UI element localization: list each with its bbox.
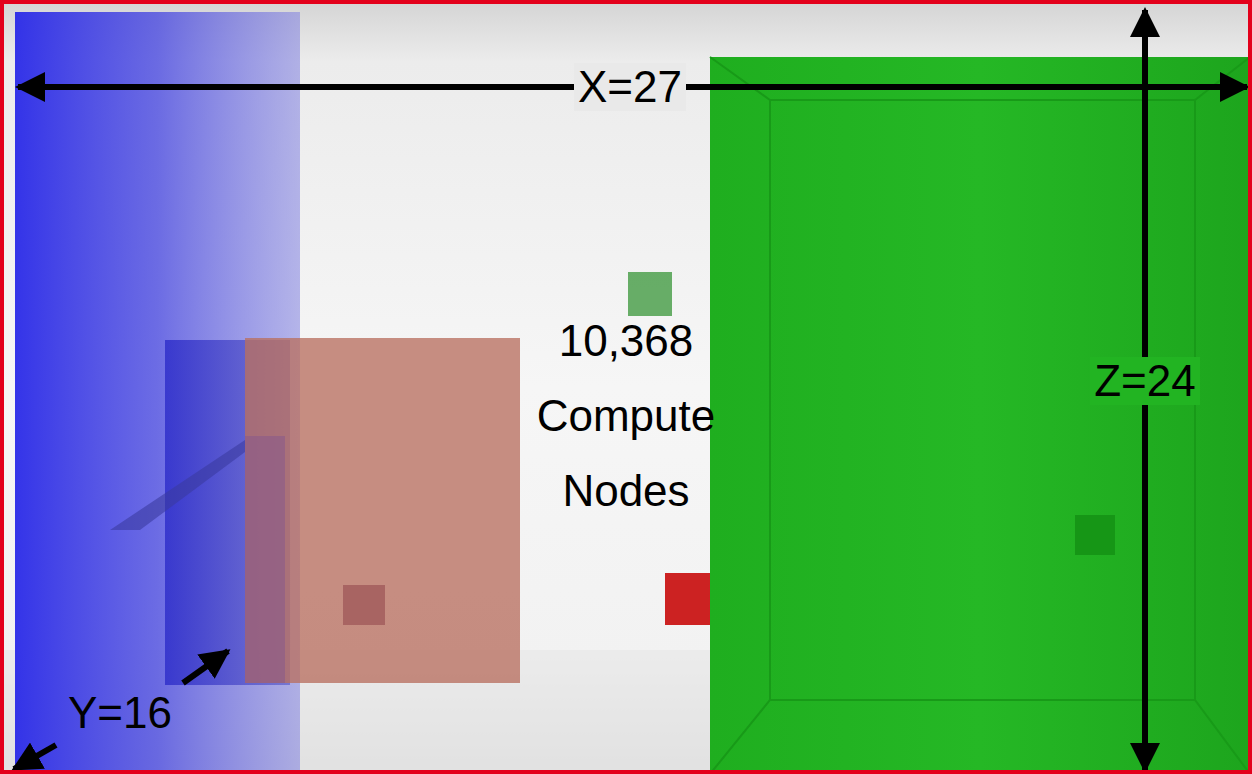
- blue-shadow: [110, 440, 245, 530]
- green-node: [628, 272, 672, 316]
- y-dimension-arrow: [14, 745, 56, 769]
- dimension-label: X=27: [574, 63, 686, 111]
- dimension-label: Y=16: [64, 689, 176, 737]
- green-node: [1075, 515, 1115, 555]
- y-dimension-arrow: [183, 651, 228, 683]
- green-edge: [710, 57, 1250, 100]
- red-partition-side: [245, 436, 285, 683]
- green-partition: [710, 57, 1250, 774]
- red-node: [665, 573, 711, 625]
- red-partition: [245, 338, 520, 683]
- dimension-label: Z=24: [1090, 357, 1200, 405]
- red-node: [343, 585, 385, 625]
- node-count-label: 10,368 Compute Nodes: [507, 303, 745, 528]
- green-edge: [710, 100, 1250, 774]
